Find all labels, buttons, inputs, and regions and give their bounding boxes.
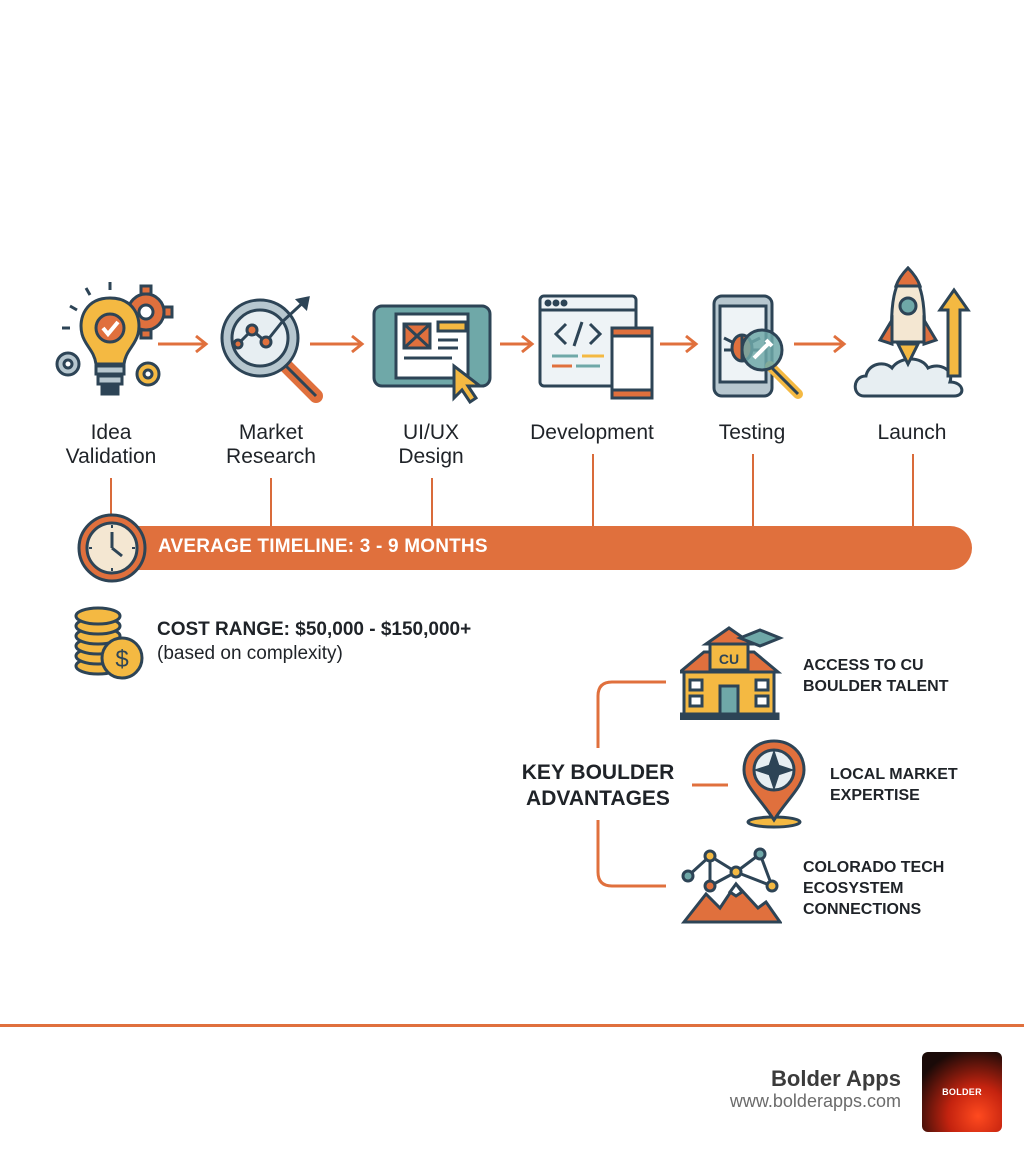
footer-divider (0, 1024, 1024, 1027)
step-label-launch: Launch (877, 421, 947, 444)
step-label-development: Development (530, 421, 654, 444)
brand-url[interactable]: www.bolderapps.com (729, 1091, 901, 1111)
advantages-bracket (596, 680, 666, 888)
university-icon-text: CU (719, 651, 739, 667)
code-window-phone-icon (538, 294, 654, 400)
timeline-text: AVERAGE TIMELINE: 3 - 9 MONTHS (158, 536, 488, 557)
arrow-icon (794, 334, 847, 354)
advantages-title: KEY BOULDER ADVANTAGES (521, 761, 675, 810)
rocket-icon (853, 265, 971, 398)
lightbulb-gears-icon (55, 282, 174, 396)
connector-line (270, 478, 272, 526)
arrow-icon (500, 334, 535, 354)
connector-line (692, 783, 728, 787)
connector-line (912, 454, 914, 526)
cost-range-subtitle: (based on complexity) (157, 643, 343, 664)
arrow-icon (310, 334, 365, 354)
phone-bug-icon (712, 294, 803, 399)
step-label-testing: Testing (718, 421, 786, 444)
advantage-colorado-tech: COLORADO TECH ECOSYSTEM CONNECTIONS (803, 859, 945, 918)
clock-icon (77, 513, 147, 583)
timeline-bar (100, 526, 972, 570)
mountain-network-icon (680, 847, 782, 924)
step-label-ui-ux-design: UI/UX Design (398, 421, 464, 468)
connector-line (110, 478, 112, 518)
magnifier-chart-icon (220, 296, 323, 403)
svg-text:$: $ (115, 646, 128, 673)
connector-line (752, 454, 754, 526)
step-label-idea-validation: Idea Validation (65, 421, 157, 468)
map-pin-compass-icon (742, 739, 806, 829)
cost-range-title: COST RANGE: $50,000 - $150,000+ (157, 619, 472, 640)
coins-icon: $ (74, 606, 144, 680)
advantage-cu-talent: ACCESS TO CU BOULDER TALENT (803, 657, 949, 695)
brand-name: Bolder Apps (771, 1066, 901, 1091)
connector-line (431, 478, 433, 526)
logo-text: BOLDER (942, 1087, 982, 1097)
arrow-icon (158, 334, 209, 354)
wireframe-cursor-icon (372, 304, 492, 404)
bolder-logo: BOLDER (922, 1052, 1002, 1132)
university-icon: CU (680, 626, 784, 720)
arrow-icon (660, 334, 699, 354)
step-label-market-research: Market Research (226, 421, 316, 468)
advantage-local-market: LOCAL MARKET EXPERTISE (830, 766, 958, 804)
connector-line (592, 454, 594, 526)
